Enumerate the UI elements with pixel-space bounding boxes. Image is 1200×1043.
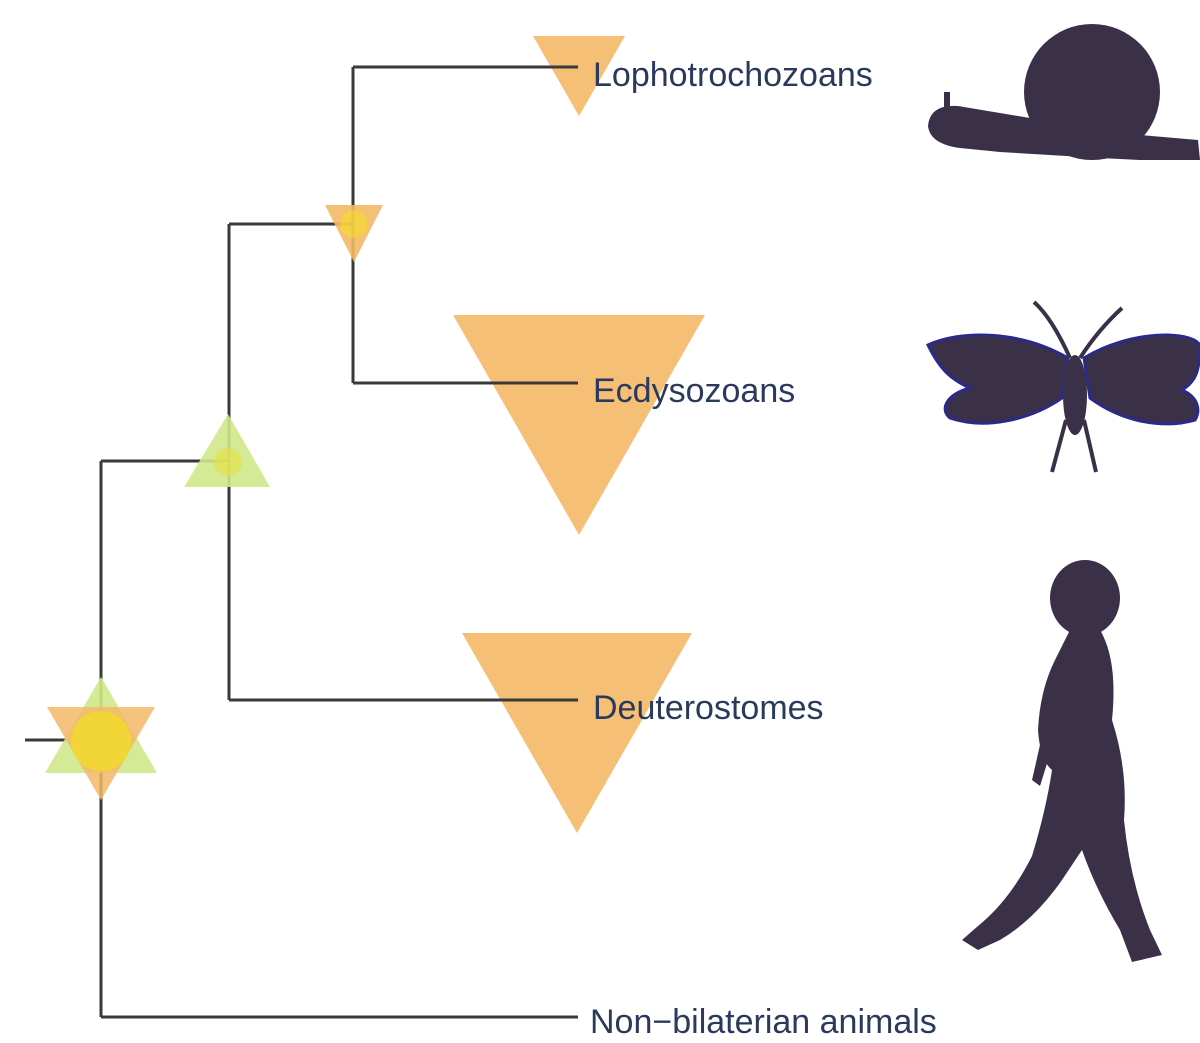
label-non-bilaterian: Non−bilaterian animals <box>590 1003 937 1041</box>
label-ecdysozoans: Ecdysozoans <box>593 372 795 410</box>
node-marker-bilateria <box>184 414 270 487</box>
moth-icon <box>928 302 1200 472</box>
label-lophotrochozoans: Lophotrochozoans <box>593 56 873 94</box>
node-marker-protostomes <box>325 205 383 262</box>
snail-icon <box>928 24 1200 160</box>
clade-triangle-deuterostomes <box>462 633 692 833</box>
label-deuterostomes: Deuterostomes <box>593 689 824 727</box>
tree-branches <box>25 67 578 1017</box>
clade-triangle-ecdysozoans <box>453 315 705 535</box>
human-icon <box>962 560 1162 962</box>
